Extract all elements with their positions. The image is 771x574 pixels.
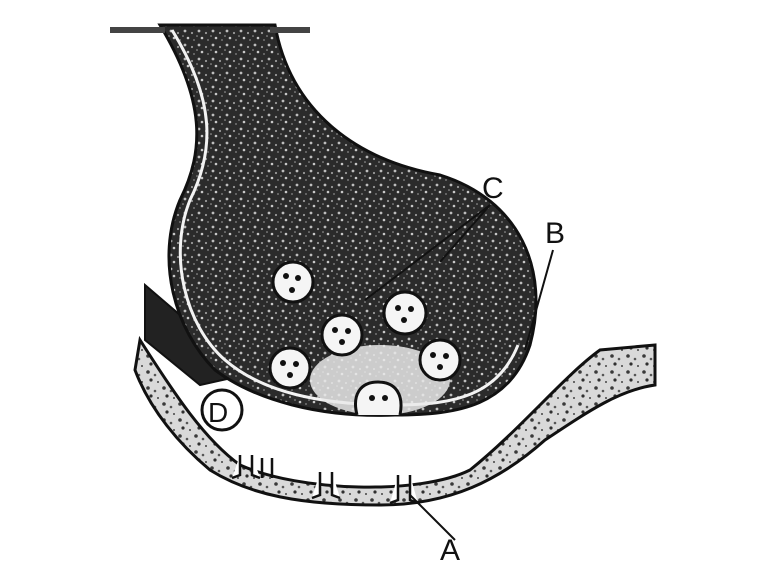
vesicle	[384, 292, 426, 334]
label-c: C	[482, 172, 504, 205]
vesicle	[270, 348, 310, 388]
vesicle	[273, 262, 313, 302]
label-d: D	[208, 397, 228, 428]
label-a: A	[440, 534, 460, 567]
vesicle	[322, 315, 362, 355]
fusing-vesicle	[356, 382, 401, 415]
vesicle	[420, 340, 460, 380]
label-b: B	[545, 217, 565, 250]
